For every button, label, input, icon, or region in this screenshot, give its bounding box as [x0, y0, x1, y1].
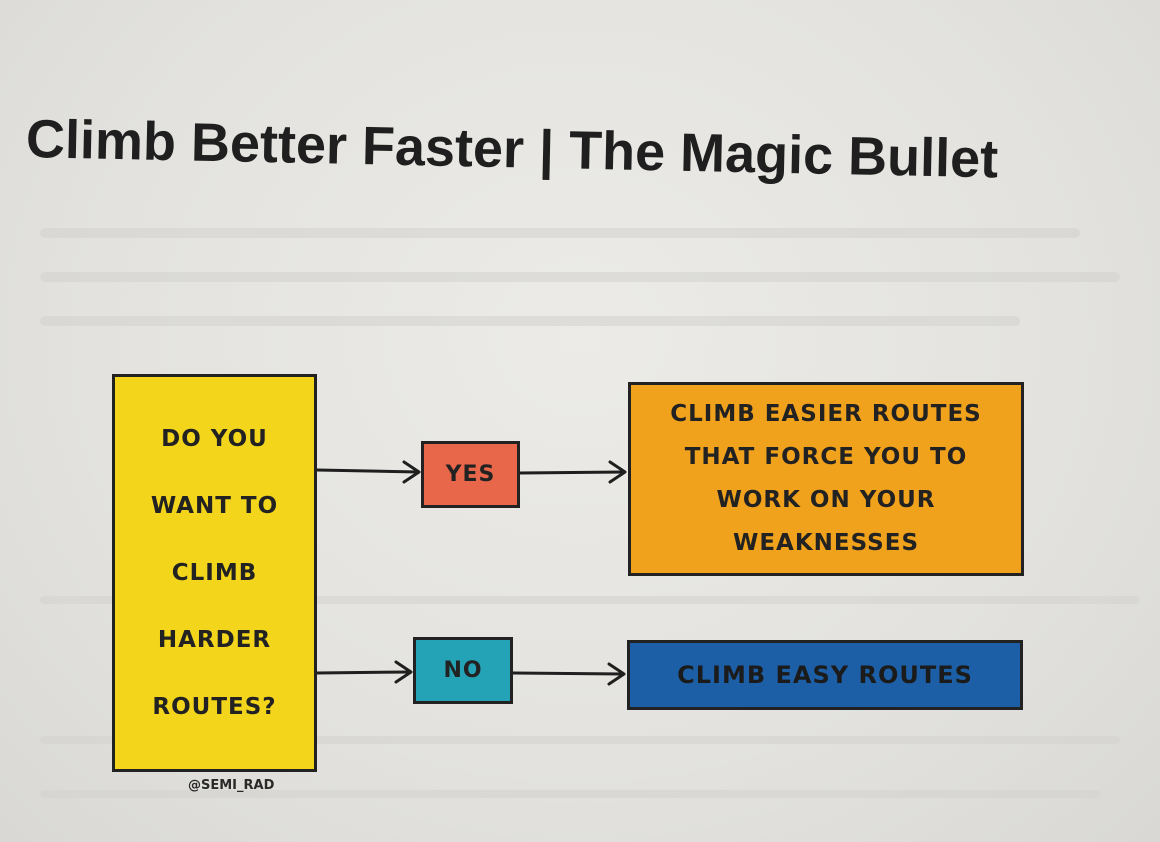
yes-result-box: CLIMB EASIER ROUTES THAT FORCE YOU TO WO…	[628, 382, 1024, 576]
arrow-no-to-result	[511, 671, 625, 676]
arrow-question-to-no	[315, 670, 412, 675]
no-result-label: CLIMB EASY ROUTES	[677, 661, 973, 689]
yes-result-line: WORK ON YOUR	[716, 487, 936, 513]
yes-result-line: THAT FORCE YOU TO	[684, 444, 968, 470]
yes-result-line: CLIMB EASIER ROUTES	[670, 401, 982, 427]
no-box: NO	[413, 637, 513, 704]
question-line: ROUTES?	[152, 693, 277, 720]
yes-label: YES	[445, 462, 496, 487]
arrow-yes-to-result	[518, 470, 626, 475]
question-line: WANT TO	[150, 492, 279, 519]
question-line: HARDER	[157, 626, 272, 653]
no-label: NO	[443, 658, 483, 683]
arrow-question-to-yes	[315, 468, 420, 474]
question-line: DO YOU	[161, 425, 268, 452]
yes-box: YES	[421, 441, 520, 508]
question-line: CLIMB	[171, 559, 258, 586]
no-result-box: CLIMB EASY ROUTES	[627, 640, 1023, 710]
question-box: DO YOU WANT TO CLIMB HARDER ROUTES?	[112, 374, 317, 772]
yes-result-line: WEAKNESSES	[732, 530, 920, 556]
artist-credit: @SEMI_RAD	[188, 778, 275, 793]
